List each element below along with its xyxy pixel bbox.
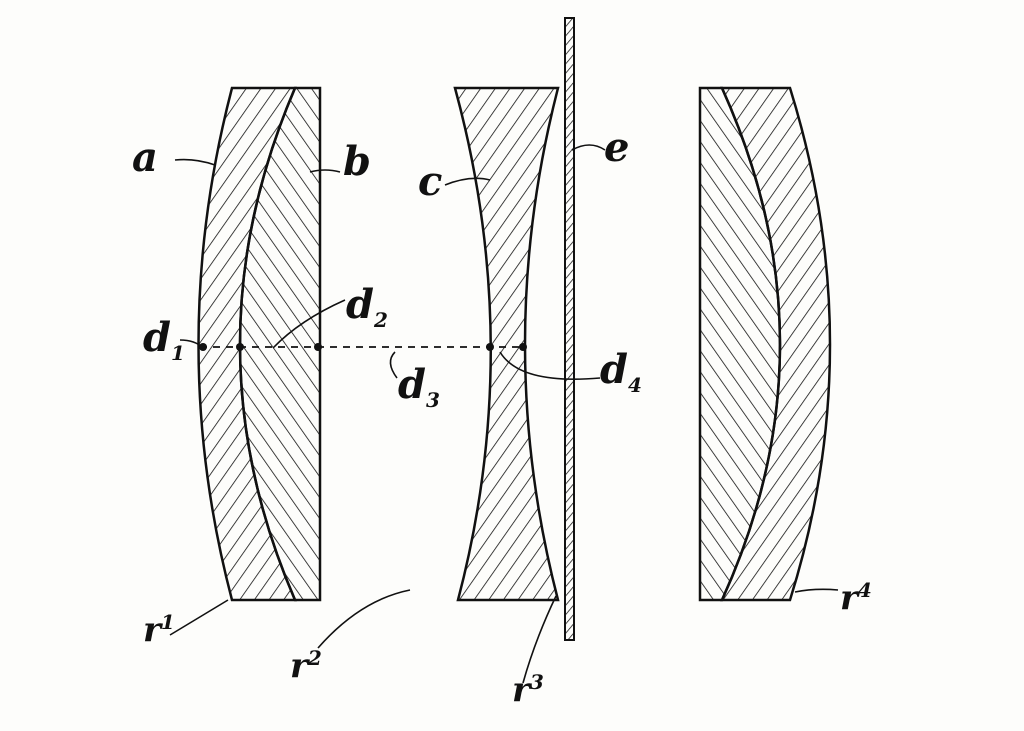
label-e: e: [604, 124, 630, 171]
lens-element-b: [238, 86, 322, 602]
label-r3: r3: [512, 670, 544, 711]
leader-b: [309, 169, 341, 173]
label-d4: d4: [600, 346, 642, 397]
lens-element-rear-outer: [720, 86, 832, 602]
leader-r2: [317, 589, 411, 649]
label-d2: d2: [346, 281, 388, 332]
label-d3: d3: [398, 361, 440, 412]
leader-c: [444, 177, 491, 186]
label-a: a: [132, 134, 158, 181]
label-b: b: [343, 138, 371, 185]
lens-element-c: [453, 86, 560, 602]
leader-r3: [522, 595, 557, 684]
label-r2: r2: [290, 646, 322, 687]
leader-e: [571, 144, 606, 151]
leader-r4: [794, 588, 839, 593]
label-d1: d1: [143, 314, 185, 365]
leader-d3: [389, 351, 398, 379]
label-r1: r1: [143, 610, 175, 651]
plate-e: [564, 17, 575, 641]
leader-d4: [499, 351, 601, 381]
leader-r1: [169, 599, 229, 636]
label-c: c: [418, 158, 443, 205]
leader-a: [174, 158, 216, 166]
label-r4: r4: [840, 578, 872, 619]
leader-d1: [179, 339, 204, 349]
leader-d2: [272, 299, 346, 349]
